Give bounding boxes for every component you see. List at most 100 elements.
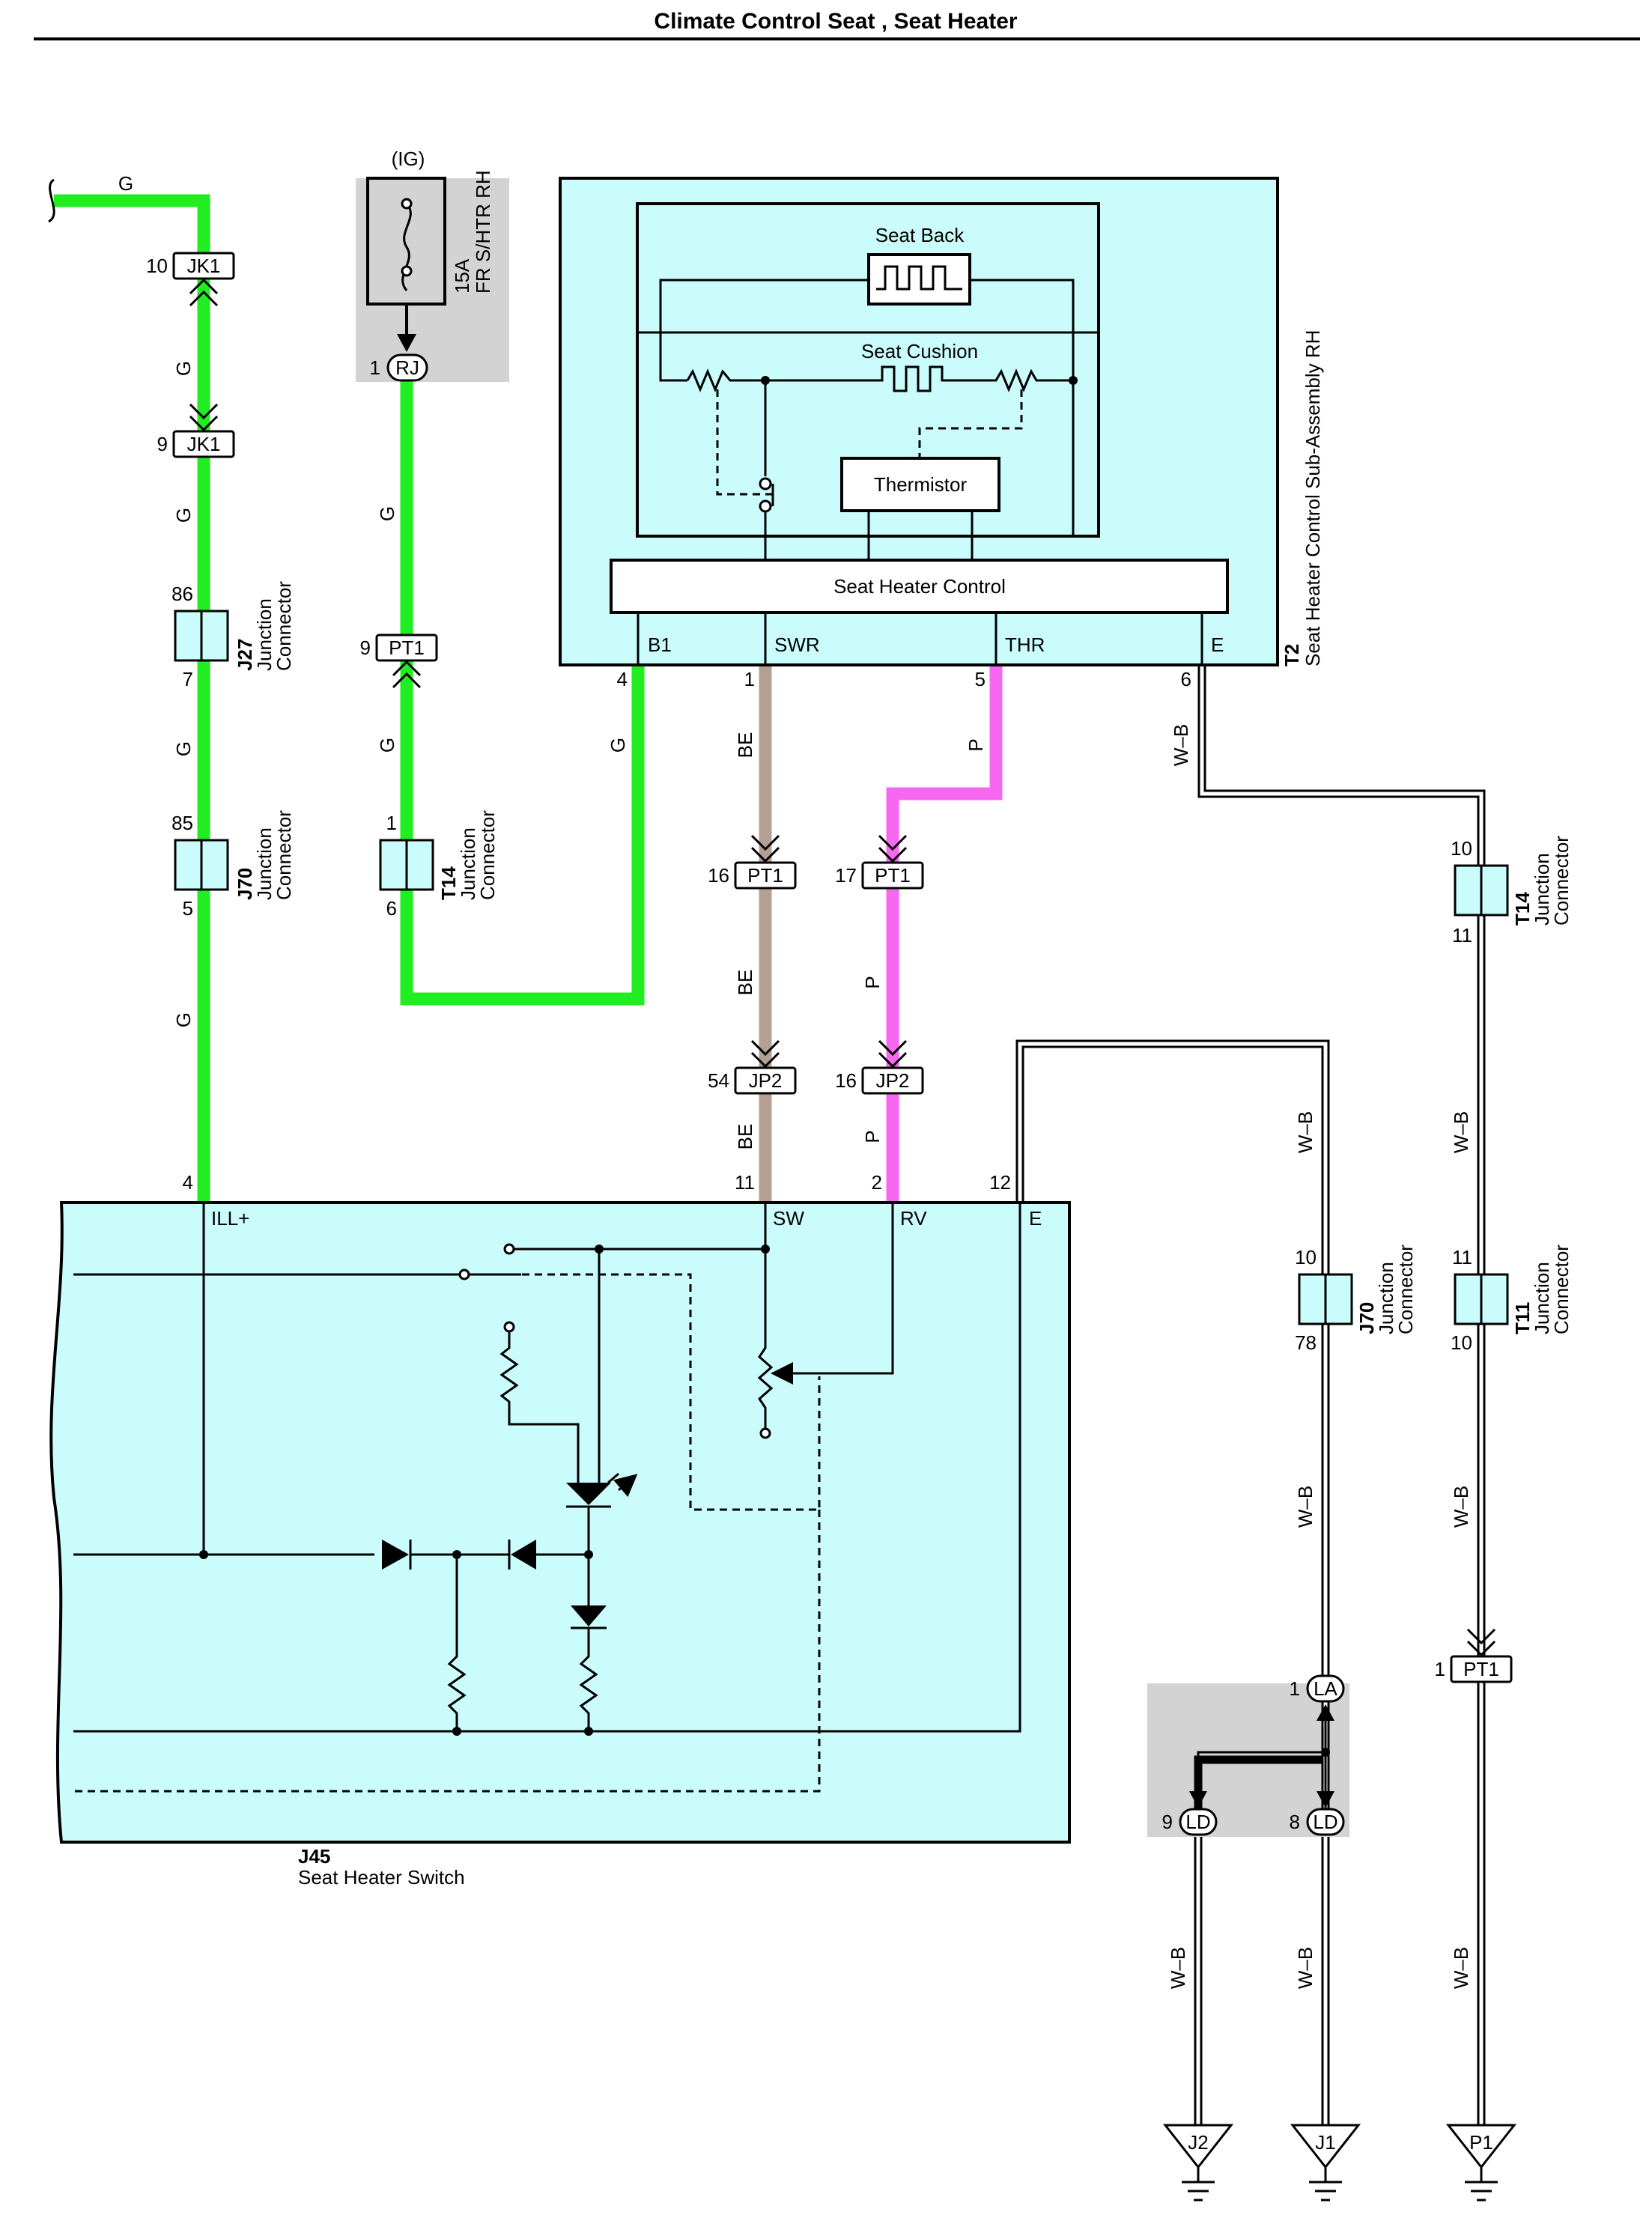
connector-ld-8-name: LD xyxy=(1313,1811,1337,1833)
t2-pin-swr: 1 xyxy=(744,668,755,690)
junction-j70-right-id: J70 xyxy=(1355,1302,1378,1334)
wire-color-g-1: G xyxy=(118,172,133,195)
connector-ld-8-pin: 8 xyxy=(1290,1811,1300,1833)
seat-cushion-label: Seat Cushion xyxy=(861,340,978,362)
junction-j70-right-pin-bottom: 78 xyxy=(1295,1331,1317,1354)
wire-color-wb-8: W–B xyxy=(1450,1947,1472,1989)
connector-ld-9-name: LD xyxy=(1185,1811,1210,1833)
connector-pt1-p xyxy=(861,861,924,890)
wire-color-g-5: G xyxy=(172,1012,195,1027)
wire-color-g-7: G xyxy=(376,738,398,753)
t2-name: Seat Heater Control Sub-Assembly RH xyxy=(1302,330,1324,666)
connector-jk1-b-arrow-icon xyxy=(189,403,219,432)
connector-jk1-a-pin: 10 xyxy=(146,255,168,277)
connector-pt1-be-pin: 16 xyxy=(708,864,729,887)
wire-color-wb-1: W–B xyxy=(1170,724,1192,766)
wire-color-wb-3: W–B xyxy=(1450,1111,1472,1153)
fuse-name: FR S/HTR RH xyxy=(472,170,494,294)
connector-la xyxy=(1306,1674,1345,1703)
junction-j70-right-label1: Junction xyxy=(1375,1262,1397,1334)
t2-id: T2 xyxy=(1281,644,1303,666)
connector-rj-name: RJ xyxy=(395,356,419,379)
wire-color-p-1: P xyxy=(965,738,987,751)
junction-t14-right-id: T14 xyxy=(1511,892,1534,926)
wire-color-be-3: BE xyxy=(734,1124,756,1150)
junction-j70-left-pin-bottom: 5 xyxy=(183,897,193,920)
connector-pt1-a-arrow-icon xyxy=(392,660,422,689)
connector-pt1-be-name: PT1 xyxy=(747,864,783,887)
j45-pin-ill: 4 xyxy=(183,1171,193,1194)
connector-pt1-wb-arrow-icon xyxy=(1466,1628,1496,1657)
connector-pt1-a-name: PT1 xyxy=(389,636,425,659)
page-title: Climate Control Seat , Seat Heater xyxy=(654,9,1017,34)
connector-rj-pin: 1 xyxy=(370,356,380,379)
junction-t14-left-label1: Junction xyxy=(457,827,479,900)
wire-color-g-6: G xyxy=(376,506,398,521)
t2-terminal-thr: THR xyxy=(1005,634,1045,656)
seat-heater-control-box xyxy=(610,559,1229,614)
junction-t14-right-pin-bottom: 11 xyxy=(1452,924,1472,947)
junction-j27-label1: Junction xyxy=(253,598,276,671)
junction-t14-left-id: T14 xyxy=(437,866,460,900)
connector-rj xyxy=(386,353,428,382)
t2-terminal-swr: SWR xyxy=(774,634,820,656)
seat-back-heater xyxy=(867,253,971,306)
fuse-icon xyxy=(401,202,412,291)
j45-terminal-rv: RV xyxy=(900,1207,927,1230)
wire-color-wb-2: W–B xyxy=(1294,1111,1317,1153)
connector-jp2-p-pin: 16 xyxy=(835,1069,857,1092)
wire-color-g-2: G xyxy=(172,361,195,376)
junction-t14-left-label2: Connector xyxy=(476,810,499,900)
connector-pt1-p-name: PT1 xyxy=(875,864,911,887)
ig-label: (IG) xyxy=(392,148,425,170)
connector-la-pin: 1 xyxy=(1290,1677,1300,1700)
junction-t14-left-pin-bottom: 6 xyxy=(386,897,397,920)
ground-p1-label: P1 xyxy=(1469,2131,1493,2154)
wire-g-ill xyxy=(54,194,210,1203)
junction-j27-pin-top: 86 xyxy=(171,583,193,605)
wire-color-p-3: P xyxy=(861,1130,884,1143)
connector-jp2-be-pin: 54 xyxy=(708,1069,729,1092)
junction-t11-pin-top: 11 xyxy=(1452,1246,1472,1269)
connector-pt1-p-pin: 17 xyxy=(835,864,857,887)
connector-pt1-be-arrow-icon xyxy=(750,834,780,863)
junction-t14-left-pin-top: 1 xyxy=(386,812,397,834)
junction-j70-left-label1: Junction xyxy=(253,827,276,900)
seat-back-label: Seat Back xyxy=(875,224,965,246)
junction-j70-right-pin-top: 10 xyxy=(1295,1246,1317,1269)
t2-pin-thr: 5 xyxy=(975,668,986,690)
junction-j27-id: J27 xyxy=(234,639,256,671)
junction-t11-pin-bottom: 10 xyxy=(1451,1331,1472,1354)
wire-color-wb-7: W–B xyxy=(1294,1947,1317,1989)
wire-color-g-8: G xyxy=(607,738,629,753)
wire-color-g-3: G xyxy=(172,508,195,523)
wire-break-icon xyxy=(48,178,55,223)
junction-t14-right-pin-top: 10 xyxy=(1451,837,1472,860)
connector-pt1-wb-name: PT1 xyxy=(1463,1658,1499,1680)
j45-terminal-ill: ILL+ xyxy=(211,1207,249,1230)
wire-color-g-4: G xyxy=(172,741,195,756)
connector-jp2-p xyxy=(861,1066,924,1095)
fuse-block-shade xyxy=(356,178,509,382)
connector-pt1-wb-pin: 1 xyxy=(1435,1658,1445,1680)
connector-jp2-be-arrow-icon xyxy=(750,1039,780,1069)
j45-pin-rv: 2 xyxy=(872,1171,882,1194)
wire-color-p-2: P xyxy=(861,976,884,988)
wire-wb-group xyxy=(1015,665,1486,2164)
ground-j2-label: J2 xyxy=(1188,2131,1208,2154)
junction-t11-id: T11 xyxy=(1511,1302,1534,1334)
junction-j70-right-label2: Connector xyxy=(1394,1245,1417,1334)
j45-switch-box xyxy=(49,1201,1071,1844)
wire-g-fuse xyxy=(400,378,645,1006)
ground-j2 xyxy=(1162,2124,1234,2202)
wire-color-be-1: BE xyxy=(734,732,756,759)
wire-color-wb-4: W–B xyxy=(1294,1486,1317,1528)
connector-ld-8 xyxy=(1306,1808,1345,1836)
j45-name: Seat Heater Switch xyxy=(298,1866,465,1889)
junction-t14-right-label2: Connector xyxy=(1550,836,1573,926)
j45-pin-e: 12 xyxy=(989,1171,1011,1194)
connector-la-name: LA xyxy=(1314,1677,1337,1700)
j45-id: J45 xyxy=(298,1845,330,1868)
thermistor-label: Thermistor xyxy=(874,473,968,496)
